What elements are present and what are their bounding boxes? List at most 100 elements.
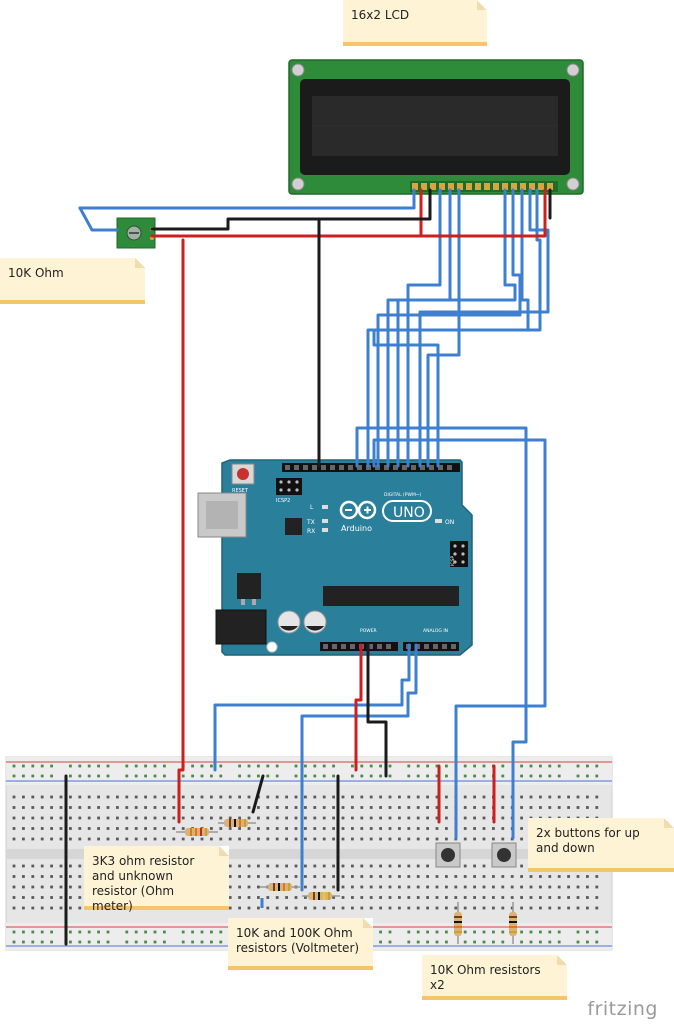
breadboard-hole — [548, 774, 552, 778]
breadboard-hole — [322, 774, 326, 778]
board-logo-text: Arduino — [341, 524, 372, 533]
breadboard-hole — [285, 806, 288, 809]
breadboard-hole — [69, 816, 72, 820]
breadboard-hole — [181, 940, 185, 944]
breadboard-hole — [435, 896, 439, 899]
breadboard-hole — [501, 885, 505, 889]
push-button-down — [491, 842, 517, 868]
breadboard-hole — [87, 806, 91, 809]
breadboard-hole — [31, 795, 35, 799]
breadboard-hole — [473, 906, 476, 910]
breadboard-hole — [163, 806, 166, 809]
breadboard-hole — [313, 816, 317, 820]
breadboard-hole — [238, 885, 241, 889]
breadboard-hole — [31, 896, 35, 899]
breadboard-hole — [238, 896, 241, 899]
breadboard-hole — [369, 896, 373, 899]
breadboard-hole — [97, 806, 100, 809]
breadboard-hole — [78, 795, 82, 799]
breadboard-hole — [247, 864, 251, 868]
breadboard-hole — [87, 774, 91, 778]
breadboard-hole — [520, 885, 523, 889]
breadboard-hole — [228, 885, 232, 889]
breadboard-hole — [247, 806, 251, 809]
breadboard-hole — [116, 837, 119, 841]
breadboard-hole — [247, 875, 251, 878]
breadboard-hole — [445, 827, 448, 830]
breadboard-hole — [134, 774, 138, 778]
breadboard-hole — [257, 864, 260, 868]
breadboard-hole — [520, 764, 523, 768]
resistor-pulldown-1 — [454, 902, 462, 944]
breadboard-hole — [78, 837, 82, 841]
breadboard-hole — [407, 764, 411, 768]
breadboard-hole — [191, 940, 194, 944]
breadboard-hole — [463, 940, 467, 944]
breadboard-hole — [595, 764, 599, 768]
icsp2-label: ICSP2 — [276, 498, 290, 504]
note-buttons: 2x buttons for up and down — [528, 818, 674, 872]
breadboard-hole — [69, 827, 72, 830]
breadboard-hole — [87, 930, 91, 934]
breadboard-hole — [313, 906, 317, 910]
breadboard-hole — [539, 816, 542, 820]
breadboard-hole — [228, 806, 232, 809]
breadboard-hole — [539, 885, 542, 889]
breadboard-hole — [416, 827, 420, 830]
breadboard-hole — [87, 795, 91, 799]
breadboard-hole — [125, 827, 129, 830]
breadboard-hole — [266, 896, 270, 899]
breadboard-hole — [586, 806, 589, 809]
breadboard-hole — [332, 875, 335, 878]
breadboard-hole — [398, 864, 401, 868]
breadboard-hole — [285, 864, 288, 868]
breadboard-hole — [463, 795, 467, 799]
breadboard-hole — [454, 875, 458, 878]
breadboard-hole — [388, 806, 392, 809]
breadboard-hole — [294, 827, 298, 830]
breadboard-hole — [247, 795, 251, 799]
breadboard-hole — [529, 806, 533, 809]
breadboard-hole — [388, 930, 392, 934]
breadboard-hole — [548, 816, 552, 820]
breadboard-hole — [407, 837, 411, 841]
breadboard-hole — [520, 930, 523, 934]
breadboard-hole — [548, 940, 552, 944]
breadboard-hole — [181, 774, 185, 778]
breadboard-hole — [163, 940, 166, 944]
arduino-logo — [339, 500, 377, 520]
breadboard-hole — [576, 906, 580, 910]
breadboard-hole — [40, 795, 44, 799]
breadboard-hole — [78, 806, 82, 809]
breadboard-hole — [482, 896, 486, 899]
breadboard-hole — [191, 795, 194, 799]
breadboard-hole — [172, 816, 176, 820]
board-model: UNO — [393, 505, 425, 521]
breadboard-hole — [445, 774, 448, 778]
breadboard-hole — [426, 827, 429, 830]
breadboard-hole — [520, 806, 523, 809]
breadboard-hole — [97, 930, 100, 934]
breadboard-hole — [219, 774, 223, 778]
breadboard-hole — [12, 806, 16, 809]
breadboard-hole — [40, 764, 44, 768]
note-buttons-text: 2x buttons for up and down — [536, 826, 640, 855]
breadboard-hole — [313, 864, 317, 868]
breadboard-hole — [360, 764, 364, 768]
breadboard-hole — [360, 774, 364, 778]
breadboard-hole — [473, 896, 476, 899]
breadboard-hole — [557, 930, 561, 934]
breadboard-hole — [266, 774, 270, 778]
breadboard-hole — [332, 896, 335, 899]
breadboard-hole — [31, 885, 35, 889]
breadboard-hole — [473, 827, 476, 830]
breadboard-hole — [163, 795, 166, 799]
breadboard-hole — [529, 906, 533, 910]
breadboard-hole — [529, 885, 533, 889]
breadboard-hole — [341, 896, 345, 899]
breadboard-hole — [529, 930, 533, 934]
breadboard-hole — [586, 795, 589, 799]
breadboard-hole — [482, 875, 486, 878]
breadboard-hole — [501, 764, 505, 768]
breadboard-hole — [482, 827, 486, 830]
